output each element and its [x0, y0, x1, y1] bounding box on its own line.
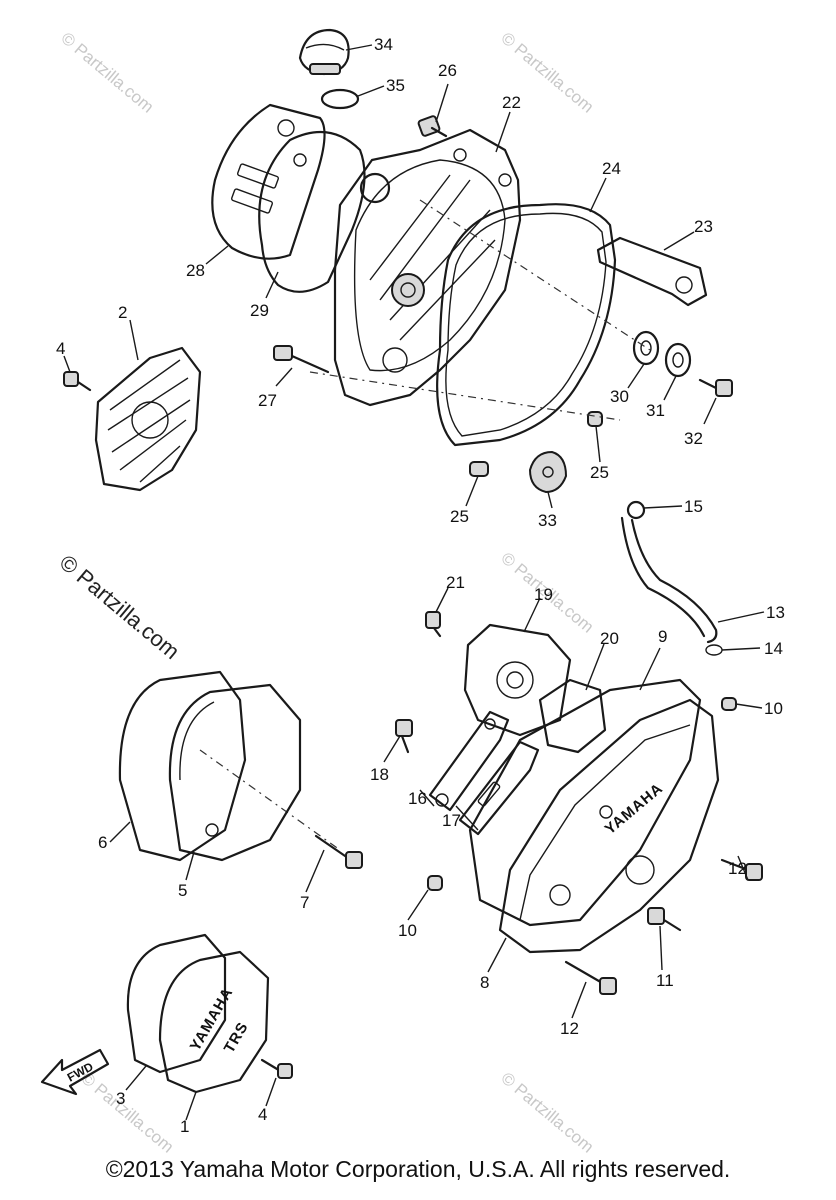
callout-number: 27 — [258, 391, 277, 410]
part-25-dowel — [587, 411, 603, 427]
callout-number: 3 — [116, 1089, 125, 1108]
watermarks: © Partzilla.com © Partzilla.com © Partzi… — [55, 29, 598, 1157]
part-4-screw — [63, 371, 92, 392]
leader-lines — [63, 44, 765, 1121]
part-28-plate — [211, 103, 326, 260]
callout-number: 35 — [386, 76, 405, 95]
part-16-bracket — [428, 710, 510, 812]
part-21-bolt — [425, 611, 442, 638]
part-5-cover — [168, 683, 302, 862]
part-14-clamp — [705, 644, 723, 656]
callout-number: 16 — [408, 789, 427, 808]
centerline — [419, 199, 651, 351]
callout-number: 13 — [766, 603, 785, 622]
callout-number: 17 — [442, 811, 461, 830]
callout-number: 22 — [502, 93, 521, 112]
callout-number: 23 — [694, 217, 713, 236]
callout-number: 5 — [178, 881, 187, 900]
part-24-gasket-inner — [445, 212, 607, 437]
callout-number: 28 — [186, 261, 205, 280]
callout-number: 20 — [600, 629, 619, 648]
callout-number: 12 — [728, 859, 747, 878]
callout-number: 4 — [258, 1105, 267, 1124]
part-31-washer — [664, 342, 692, 378]
cover-emboss-badge: TRS — [221, 1019, 252, 1056]
part-26-bolt — [417, 115, 448, 138]
part-20-gasket — [538, 678, 607, 754]
part-11-bolt — [647, 907, 682, 932]
part-17-plate — [458, 740, 540, 836]
callout-number: 32 — [684, 429, 703, 448]
watermark-large: © Partzilla.com — [55, 550, 185, 664]
part-22-crankcase-cover — [333, 128, 522, 407]
part-18-bolt — [395, 719, 413, 754]
part-6-gasket — [118, 670, 247, 862]
part-10-dowel — [721, 697, 737, 711]
callout-number: 34 — [374, 35, 393, 54]
part-30-seal — [632, 330, 660, 366]
callout-number: 25 — [590, 463, 609, 482]
part-8-right-cover: YAMAHA — [498, 698, 720, 954]
centerline — [309, 371, 621, 421]
callout-number: 12 — [560, 1019, 579, 1038]
centerline — [199, 749, 341, 851]
callout-number: 8 — [480, 973, 489, 992]
watermark: © Partzilla.com — [57, 29, 157, 117]
part-35-o-ring — [320, 88, 360, 110]
part-27-bolt — [273, 345, 330, 374]
part-3-gasket — [126, 933, 227, 1074]
part-13-hose — [630, 518, 718, 644]
callout-number: 9 — [658, 627, 667, 646]
callout-number: 1 — [180, 1117, 189, 1136]
callout-number: 15 — [684, 497, 703, 516]
callout-number: 10 — [398, 921, 417, 940]
part-4-screw — [260, 1058, 293, 1079]
callout-number: 30 — [610, 387, 629, 406]
part-23-bracket — [596, 236, 708, 307]
part-10-dowel — [427, 875, 443, 891]
callout-numbers: 34 35 26 22 24 23 28 29 2 4 27 30 31 32 … — [56, 35, 785, 1136]
callout-number: 31 — [646, 401, 665, 420]
callout-number: 6 — [98, 833, 107, 852]
part-9-gasket — [468, 678, 702, 927]
callout-number: 24 — [602, 159, 621, 178]
part-24-gasket — [436, 203, 617, 447]
part-2-cover — [94, 346, 202, 492]
callout-number: 14 — [764, 639, 783, 658]
watermark: © Partzilla.com — [77, 1069, 177, 1157]
callout-number: 33 — [538, 511, 557, 530]
watermark: © Partzilla.com — [497, 1069, 597, 1157]
callout-number: 25 — [450, 507, 469, 526]
part-19-housing — [463, 623, 572, 737]
callout-number: 21 — [446, 573, 465, 592]
callout-number: 7 — [300, 893, 309, 912]
part-1-small-cover: YAMAHA TRS — [158, 950, 270, 1094]
part-12-bolt — [564, 960, 617, 995]
part-13-hose-outer — [620, 516, 706, 638]
callout-number: 18 — [370, 765, 389, 784]
callout-number: 2 — [118, 303, 127, 322]
callout-number: 4 — [56, 339, 65, 358]
callout-number: 19 — [534, 585, 553, 604]
part-34-cap — [298, 28, 350, 76]
callout-number: 26 — [438, 61, 457, 80]
copyright-notice: ©2013 Yamaha Motor Corporation, U.S.A. A… — [105, 1156, 731, 1182]
part-15-clamp — [626, 500, 646, 520]
callout-number: 10 — [764, 699, 783, 718]
part-7-bolt — [314, 834, 363, 869]
part-32-bolt — [698, 378, 733, 397]
part-25-dowel — [469, 461, 489, 477]
part-29-gasket — [258, 130, 366, 293]
part-33-plug — [528, 450, 568, 494]
callout-number: 11 — [656, 971, 674, 990]
callout-number: 29 — [250, 301, 269, 320]
